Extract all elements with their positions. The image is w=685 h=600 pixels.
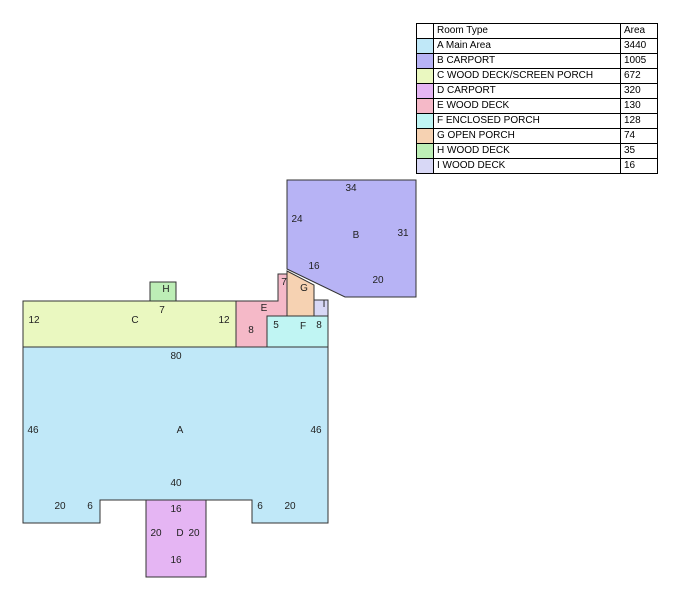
room-a-dim-top: 80 — [170, 351, 182, 362]
room-b-carport — [286, 179, 417, 298]
legend-room-label: B CARPORT — [433, 53, 621, 69]
legend-swatch — [416, 143, 434, 159]
room-c-dim-right: 12 — [218, 315, 230, 326]
room-d-letter: D — [176, 528, 183, 539]
legend-room-area: 128 — [620, 113, 658, 129]
legend-swatch — [416, 98, 434, 114]
room-b-dim-bottom: 20 — [372, 275, 384, 286]
room-d-dim-left: 20 — [150, 528, 162, 539]
legend-room-area: 16 — [620, 158, 658, 174]
room-f-letter: F — [300, 321, 306, 332]
legend-header-swatch — [416, 23, 434, 39]
legend-room-label: F ENCLOSED PORCH — [433, 113, 621, 129]
room-a-dim-bottom-right: 20 — [284, 501, 296, 512]
room-f-dim-right: 8 — [316, 320, 322, 331]
legend-swatch — [416, 68, 434, 84]
room-c-letter: C — [131, 315, 138, 326]
legend-room-area: 35 — [620, 143, 658, 159]
room-a-dim-notch-left: 6 — [87, 501, 93, 512]
legend-swatch — [416, 158, 434, 174]
room-e-dim-top: 7 — [281, 277, 287, 288]
legend-room-label: H WOOD DECK — [433, 143, 621, 159]
room-c-wood-deck-screen-porch — [22, 300, 237, 348]
legend-row: A Main Area 3440 — [416, 38, 658, 54]
room-b-dim-left: 24 — [291, 214, 303, 225]
legend-room-area: 74 — [620, 128, 658, 144]
legend-room-label: A Main Area — [433, 38, 621, 54]
legend-row: E WOOD DECK 130 — [416, 98, 658, 114]
legend-row: H WOOD DECK 35 — [416, 143, 658, 159]
legend-header-room-type: Room Type — [433, 23, 621, 39]
room-b-letter: B — [353, 230, 360, 241]
room-a-dim-right: 46 — [310, 425, 322, 436]
legend-header-area: Area — [620, 23, 658, 39]
room-f-dim-left: 5 — [273, 320, 279, 331]
legend-row: I WOOD DECK 16 — [416, 158, 658, 174]
legend-row: D CARPORT 320 — [416, 83, 658, 99]
room-b-dim-top: 34 — [345, 183, 357, 194]
legend-table: Room Type Area A Main Area 3440 B CARPOR… — [416, 23, 658, 174]
room-i-wood-deck — [313, 299, 329, 317]
room-i-letter: I — [323, 299, 326, 310]
room-d-dim-right: 20 — [188, 528, 200, 539]
room-a-dim-notch-right: 6 — [257, 501, 263, 512]
legend-swatch — [416, 53, 434, 69]
room-g-letter: G — [300, 283, 308, 294]
legend-room-label: I WOOD DECK — [433, 158, 621, 174]
legend-room-area: 672 — [620, 68, 658, 84]
legend-room-area: 320 — [620, 83, 658, 99]
room-e-dim-left: 8 — [248, 325, 254, 336]
room-c-dim-left: 12 — [28, 315, 40, 326]
room-c-dim-top: 7 — [159, 305, 165, 316]
legend-room-area: 3440 — [620, 38, 658, 54]
legend-row: C WOOD DECK/SCREEN PORCH 672 — [416, 68, 658, 84]
room-a-dim-bottom-left: 20 — [54, 501, 66, 512]
legend-row: F ENCLOSED PORCH 128 — [416, 113, 658, 129]
room-b-dim-right: 31 — [397, 228, 409, 239]
room-b-dim-diag: 16 — [308, 261, 320, 272]
room-d-dim-bottom: 16 — [170, 555, 182, 566]
legend-room-area: 130 — [620, 98, 658, 114]
room-a-dim-left: 46 — [27, 425, 39, 436]
room-h-letter: H — [162, 284, 169, 295]
legend-row: B CARPORT 1005 — [416, 53, 658, 69]
room-a-dim-notch-top: 40 — [170, 478, 182, 489]
room-e-letter: E — [261, 303, 268, 314]
legend-swatch — [416, 113, 434, 129]
legend-swatch — [416, 83, 434, 99]
legend-room-label: G OPEN PORCH — [433, 128, 621, 144]
legend-room-label: C WOOD DECK/SCREEN PORCH — [433, 68, 621, 84]
legend-swatch — [416, 128, 434, 144]
legend-room-area: 1005 — [620, 53, 658, 69]
room-d-dim-top: 16 — [170, 504, 182, 515]
room-a-letter: A — [177, 425, 184, 436]
room-h-wood-deck — [149, 281, 177, 302]
legend-header-row: Room Type Area — [416, 23, 658, 39]
legend-room-label: E WOOD DECK — [433, 98, 621, 114]
room-a-main-area — [22, 346, 329, 524]
legend-row: G OPEN PORCH 74 — [416, 128, 658, 144]
legend-swatch — [416, 38, 434, 54]
legend-room-label: D CARPORT — [433, 83, 621, 99]
